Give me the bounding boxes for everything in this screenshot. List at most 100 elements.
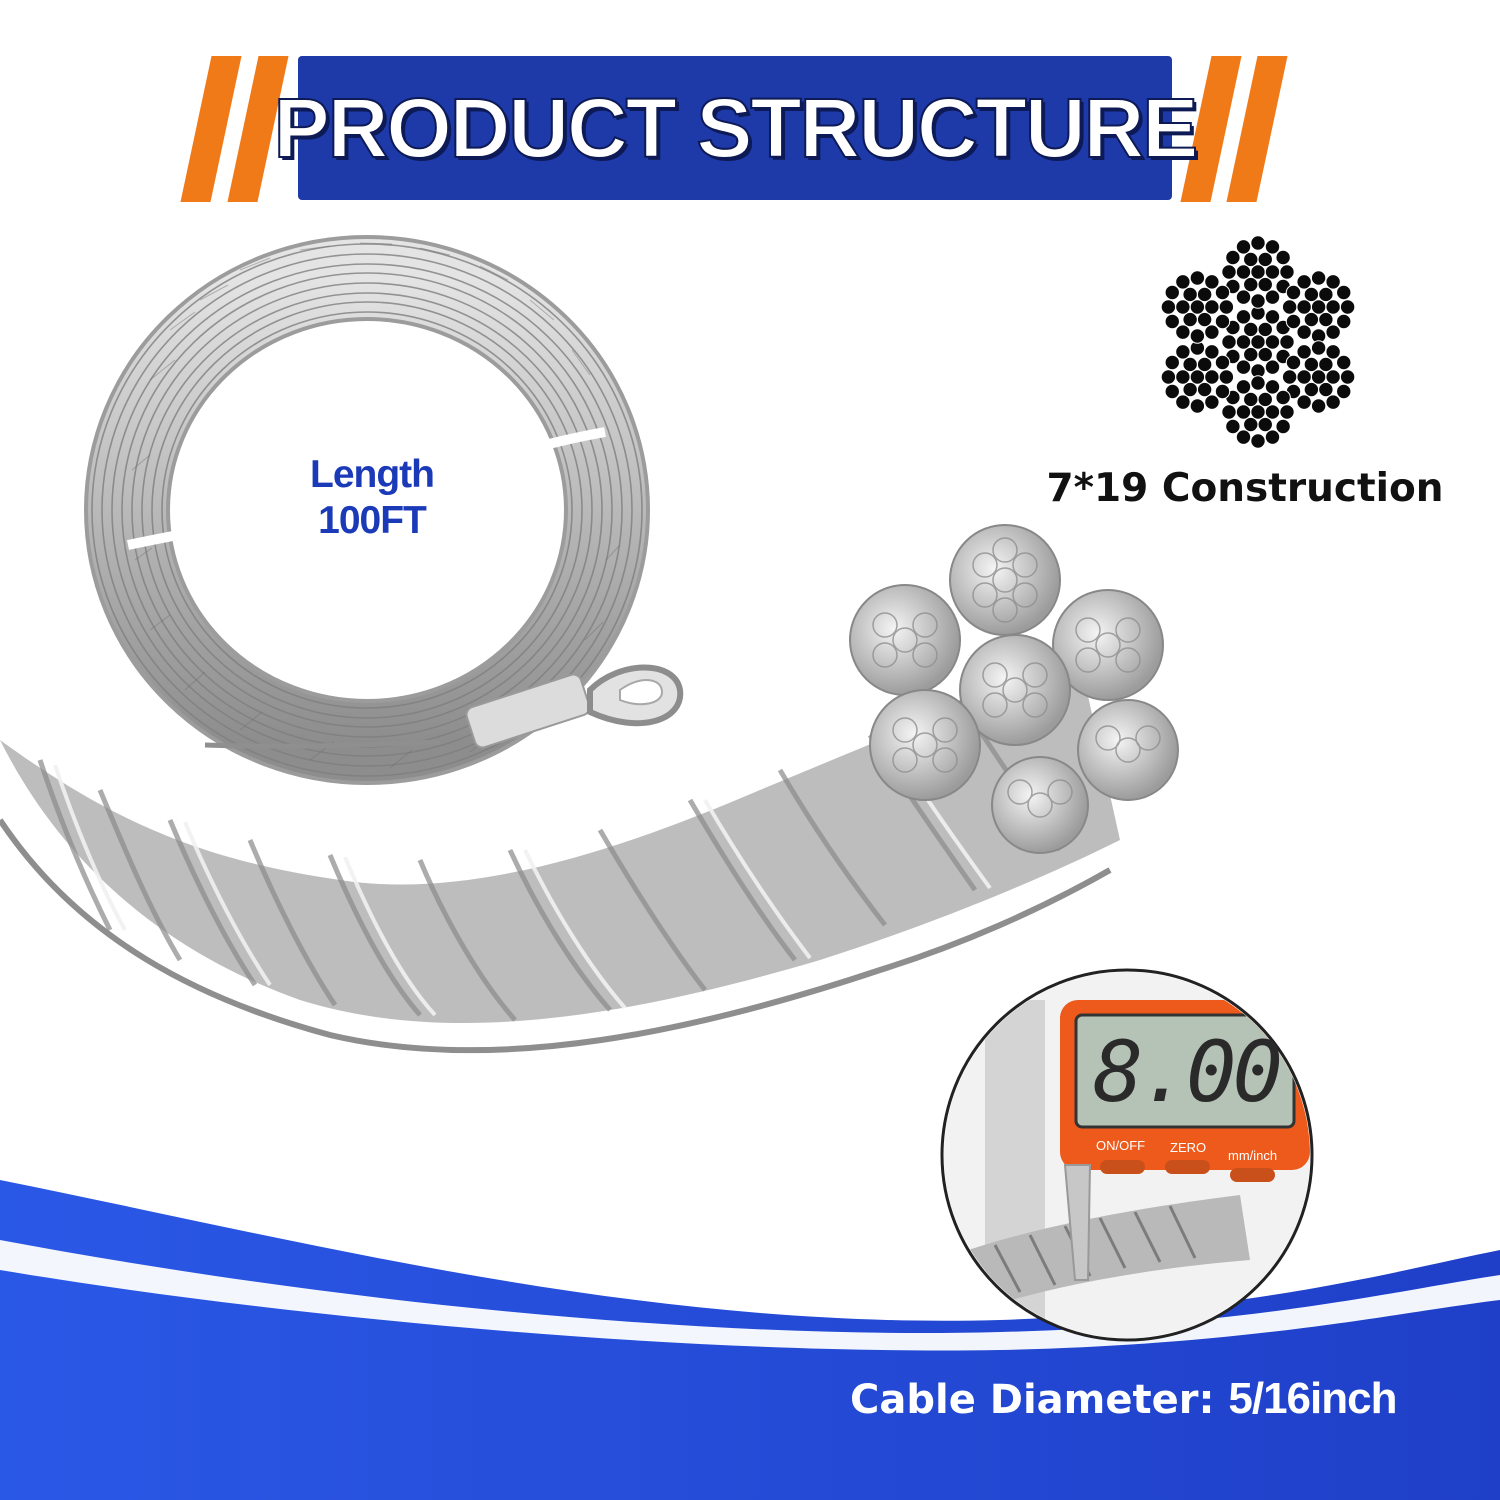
wire-2 — [1318, 286, 1334, 303]
wire-3 — [1310, 398, 1327, 414]
wire-1 — [1250, 264, 1266, 280]
wire-2 — [1336, 284, 1352, 301]
wire-1 — [1243, 276, 1259, 293]
wire-3 — [1296, 344, 1312, 360]
wire-3 — [1318, 381, 1334, 398]
wire-6 — [1214, 284, 1231, 301]
wire-2 — [1318, 311, 1334, 328]
wire-4 — [1264, 429, 1281, 445]
wire-1 — [1243, 251, 1259, 268]
wire-6 — [1164, 313, 1180, 330]
wire-2 — [1325, 324, 1341, 340]
wire-0 — [1264, 309, 1281, 325]
wire-3 — [1336, 383, 1352, 400]
diameter-label: Cable Diameter: 5/16inch — [850, 1374, 1397, 1424]
page-title: PRODUCT STRUCTURE — [273, 80, 1200, 176]
wire-0 — [1243, 321, 1259, 338]
diameter-value: 5/16inch — [1228, 1374, 1397, 1423]
wire-2 — [1325, 274, 1341, 290]
twisted-cable-image — [0, 524, 1179, 1054]
wire-6 — [1204, 324, 1220, 340]
cable-coil-image — [84, 235, 684, 785]
wire-5 — [1204, 369, 1220, 385]
wire-1 — [1225, 249, 1241, 266]
wire-3 — [1336, 354, 1352, 371]
wire-5 — [1189, 398, 1206, 414]
wire-4 — [1275, 418, 1291, 435]
wire-4 — [1264, 404, 1281, 420]
wire-5 — [1175, 394, 1191, 410]
construction-label: 7*19 Construction — [1046, 466, 1444, 511]
wire-0 — [1235, 359, 1252, 375]
wire-0 — [1221, 334, 1237, 350]
wire-0 — [1264, 359, 1281, 375]
footer-wave-highlight — [0, 1240, 1500, 1351]
wire-6 — [1196, 311, 1213, 328]
wire-6 — [1189, 270, 1206, 286]
title-banner: PRODUCT STRUCTURE — [273, 56, 1199, 200]
wire-3 — [1310, 340, 1327, 356]
wire-5 — [1175, 369, 1191, 385]
wire-5 — [1196, 381, 1213, 398]
wire-1 — [1235, 264, 1252, 280]
wire-4 — [1264, 379, 1281, 395]
wire-1 — [1250, 293, 1266, 309]
wire-5 — [1175, 344, 1191, 360]
wire-3 — [1296, 369, 1312, 385]
wire-6 — [1175, 274, 1191, 290]
wire-3 — [1310, 369, 1327, 385]
wire-4 — [1275, 389, 1291, 406]
length-label: Length 100FT — [282, 452, 462, 544]
wire-2 — [1296, 324, 1312, 340]
wire-5 — [1189, 369, 1206, 385]
wire-4 — [1235, 379, 1252, 395]
caliper-reading: 8.00 — [1092, 1023, 1283, 1121]
wire-2 — [1281, 299, 1298, 315]
wire-2 — [1310, 299, 1327, 315]
wire-0 — [1235, 334, 1252, 350]
wire-6 — [1189, 328, 1206, 344]
wire-4 — [1250, 375, 1266, 391]
wire-4 — [1221, 404, 1237, 420]
wire-2 — [1310, 270, 1327, 286]
wire-6 — [1182, 311, 1198, 328]
wire-5 — [1214, 354, 1231, 371]
wire-5 — [1204, 394, 1220, 410]
wire-1 — [1235, 289, 1252, 305]
wire-1 — [1264, 264, 1281, 280]
strand-ends — [849, 524, 1179, 854]
wire-3 — [1296, 394, 1312, 410]
diameter-caption: Cable Diameter: — [850, 1377, 1215, 1423]
wire-4 — [1235, 404, 1252, 420]
wire-4 — [1243, 416, 1259, 433]
wire-6 — [1204, 274, 1220, 290]
wire-2 — [1296, 274, 1312, 290]
caliper-lens-image — [940, 968, 1314, 1342]
wire-4 — [1279, 404, 1295, 420]
wire-6 — [1175, 299, 1191, 315]
wire-5 — [1164, 354, 1180, 371]
length-value: 100FT — [318, 499, 427, 542]
wire-5 — [1218, 369, 1235, 385]
wire-2 — [1285, 313, 1302, 330]
wire-1 — [1264, 239, 1281, 255]
wire-4 — [1257, 391, 1273, 408]
wire-6 — [1160, 299, 1177, 315]
wire-4 — [1235, 429, 1252, 445]
wire-4 — [1243, 391, 1259, 408]
wire-1 — [1257, 276, 1273, 293]
wire-1 — [1264, 289, 1281, 305]
wire-6 — [1175, 324, 1191, 340]
wire-1 — [1275, 249, 1291, 266]
wire-3 — [1285, 354, 1302, 371]
wire-2 — [1285, 284, 1302, 301]
wire-5 — [1182, 356, 1198, 373]
wire-6 — [1196, 286, 1213, 303]
wire-6 — [1164, 284, 1180, 301]
wire-2 — [1339, 299, 1356, 315]
wire-3 — [1303, 356, 1320, 373]
wire-6 — [1189, 299, 1206, 315]
wire-2 — [1303, 286, 1320, 303]
wire-0 — [1235, 309, 1252, 325]
